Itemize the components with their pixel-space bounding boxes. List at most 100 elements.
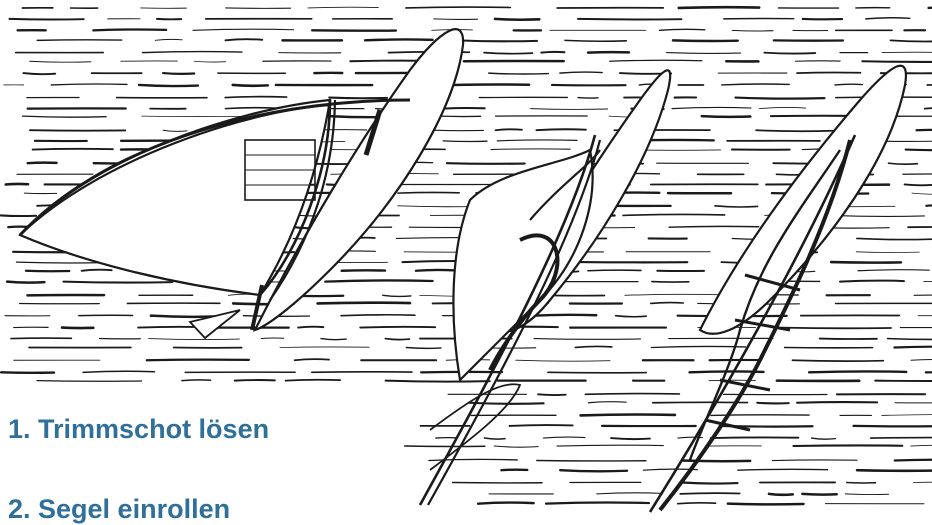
water-stroke	[858, 270, 929, 271]
water-stroke	[857, 470, 932, 471]
water-stroke	[769, 494, 793, 495]
water-stroke	[679, 7, 759, 8]
water-stroke	[759, 107, 806, 108]
water-stroke	[890, 40, 932, 41]
water-stroke	[405, 446, 485, 447]
water-stroke	[894, 347, 932, 348]
water-stroke	[82, 270, 112, 271]
water-stroke	[497, 140, 577, 141]
water-stroke	[929, 7, 932, 8]
water-stroke	[680, 493, 739, 494]
caption-step-2: 2. Segel einrollen	[8, 494, 230, 525]
water-stroke	[163, 73, 194, 74]
water-stroke	[917, 130, 932, 131]
water-stroke	[764, 53, 815, 54]
water-stroke	[63, 282, 172, 283]
water-stroke	[557, 445, 663, 446]
water-stroke	[360, 327, 435, 328]
water-stroke	[871, 438, 932, 439]
water-stroke	[866, 18, 910, 19]
water-stroke	[925, 108, 932, 109]
water-stroke	[406, 7, 511, 8]
water-stroke	[565, 40, 626, 41]
arrow-1	[190, 310, 240, 338]
water-stroke	[312, 372, 412, 373]
water-stroke	[560, 470, 627, 471]
water-stroke	[163, 130, 187, 131]
water-stroke	[651, 346, 745, 347]
water-stroke	[581, 414, 675, 415]
water-stroke	[536, 129, 586, 130]
water-stroke	[911, 445, 932, 446]
water-stroke	[831, 215, 925, 216]
water-stroke	[510, 425, 573, 426]
water-stroke	[623, 214, 725, 215]
water-stroke	[193, 29, 294, 30]
water-stroke	[802, 494, 836, 495]
water-stroke	[682, 483, 737, 484]
water-stroke	[715, 206, 758, 207]
water-stroke	[23, 73, 55, 74]
water-stroke	[9, 19, 83, 20]
water-stroke	[678, 503, 716, 504]
water-stroke	[93, 29, 166, 30]
water-stroke	[478, 503, 534, 504]
water-stroke	[225, 39, 262, 40]
water-stroke	[588, 270, 641, 271]
water-stroke	[660, 29, 705, 30]
water-stroke	[534, 339, 640, 340]
water-stroke	[489, 73, 549, 74]
water-stroke	[383, 295, 411, 296]
water-stroke	[321, 339, 346, 340]
water-stroke	[83, 371, 155, 372]
water-stroke	[233, 85, 268, 86]
caption-step-1: 1. Trimmschot lösen	[8, 414, 269, 445]
water-stroke	[812, 438, 836, 439]
water-stroke	[797, 402, 877, 403]
water-stroke	[386, 381, 490, 382]
water-stroke	[546, 503, 649, 504]
water-stroke	[711, 437, 799, 438]
water-stroke	[905, 184, 932, 185]
water-stroke	[625, 294, 724, 295]
water-stroke	[149, 339, 240, 340]
water-stroke	[840, 281, 904, 282]
water-stroke	[732, 30, 773, 31]
water-stroke	[341, 315, 415, 316]
water-stroke	[616, 316, 647, 317]
water-stroke	[235, 380, 275, 381]
water-stroke	[610, 60, 702, 61]
water-stroke	[398, 192, 459, 193]
water-stroke	[484, 438, 505, 439]
water-stroke	[308, 7, 378, 8]
water-stroke	[538, 394, 566, 395]
board-with-open-sail	[20, 29, 463, 338]
water-stroke	[406, 347, 441, 348]
water-stroke	[882, 415, 932, 416]
water-stroke	[756, 130, 833, 131]
water-stroke	[318, 303, 410, 304]
water-stroke	[457, 40, 537, 41]
water-stroke	[365, 39, 433, 40]
water-stroke	[501, 470, 527, 471]
water-stroke	[516, 360, 610, 361]
water-stroke	[7, 282, 44, 283]
water-stroke	[845, 494, 888, 495]
water-stroke	[560, 72, 602, 73]
water-stroke	[669, 226, 759, 227]
water-stroke	[447, 163, 525, 164]
water-stroke	[194, 61, 225, 62]
water-stroke	[225, 97, 286, 98]
water-stroke	[906, 150, 932, 151]
water-stroke	[792, 360, 883, 361]
water-stroke	[895, 460, 932, 461]
water-stroke	[182, 380, 211, 381]
water-stroke	[578, 98, 598, 99]
water-stroke	[23, 116, 107, 117]
water-stroke	[280, 347, 369, 348]
water-stroke	[147, 360, 249, 361]
water-stroke	[736, 98, 825, 99]
water-stroke	[597, 493, 663, 494]
water-stroke	[672, 107, 751, 108]
water-stroke	[434, 19, 478, 20]
